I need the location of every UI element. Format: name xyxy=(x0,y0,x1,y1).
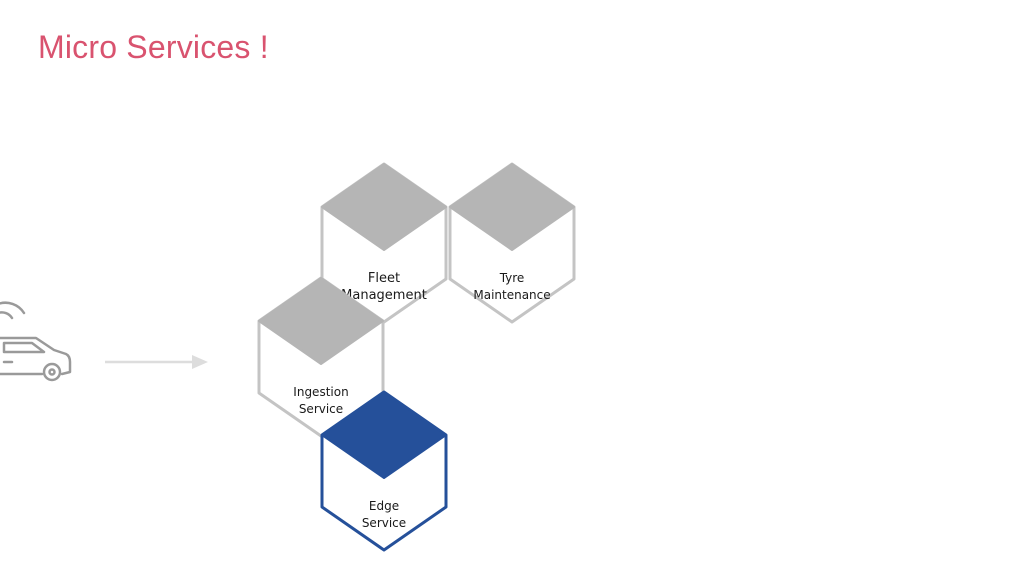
hexagon-top-face xyxy=(321,391,447,479)
hexagon-label-line1: Ingestion xyxy=(293,385,348,399)
hexagon-top-face xyxy=(449,163,575,251)
car-hub-icon xyxy=(48,368,56,376)
hexagon-label-line1: Fleet xyxy=(368,271,400,286)
hexagon-top-face xyxy=(258,277,384,365)
right-arrow-icon xyxy=(105,355,208,369)
hexagon-label-line1: Tyre xyxy=(499,271,525,285)
hexagon-label-line2: Management xyxy=(341,288,427,303)
slide-title: Micro Services ! xyxy=(38,29,269,65)
hexagon-label-line2: Service xyxy=(362,516,406,530)
car-wheel-icon xyxy=(42,362,62,382)
hexagon-label-line1: Edge xyxy=(369,499,399,513)
hexagon-label-line2: Service xyxy=(299,402,343,416)
hexagon-label-line2: Maintenance xyxy=(473,288,550,302)
car-body-icon xyxy=(0,336,72,376)
signal-arc-icon xyxy=(0,311,14,320)
car-window-icon xyxy=(2,341,46,354)
hexagon-top-face xyxy=(321,163,447,251)
service-hexagons: FleetManagementTyreMaintenanceIngestionS… xyxy=(257,162,576,552)
connected-car-icon xyxy=(0,301,72,382)
signal-arc-icon xyxy=(0,301,26,315)
